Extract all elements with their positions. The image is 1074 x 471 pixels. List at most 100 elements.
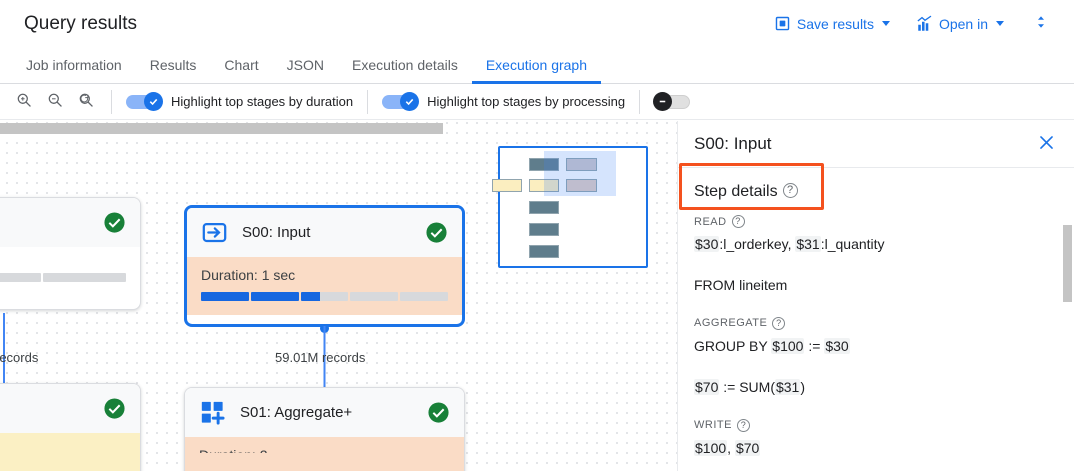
tab-execution-details[interactable]: Execution details: [351, 57, 458, 73]
section-label-read: READ ?: [694, 215, 1058, 228]
status-success-icon: [427, 401, 450, 424]
graph-node-s00-input[interactable]: S00: Input Duration: 1 sec: [184, 205, 465, 327]
save-results-button[interactable]: Save results: [768, 9, 896, 38]
token: ): [800, 378, 806, 395]
section-label-text: READ: [694, 215, 727, 228]
section-label-text: AGGREGATE: [694, 317, 768, 330]
toggle-knob: [400, 92, 420, 111]
progress-segment: [0, 273, 41, 282]
section-line: $30:l_orderkey, $31:l_quantity: [694, 235, 1058, 254]
progress-bar: [0, 273, 126, 282]
minimap-node: [529, 245, 559, 258]
token: $70: [694, 378, 720, 395]
node-title: S00: Input: [242, 224, 311, 241]
chevron-down-icon: [881, 21, 890, 26]
aggregate-icon: [199, 399, 226, 426]
tab-job-information[interactable]: Job information: [26, 57, 122, 73]
node-body: [0, 247, 140, 296]
graph-horizontal-scrollbar[interactable]: [0, 123, 443, 134]
progress-segment: [250, 292, 299, 301]
highlight-duration-label: Highlight top stages by duration: [171, 94, 354, 109]
graph-node-partial-lower-left[interactable]: [0, 383, 141, 471]
node-header: S00: Input: [187, 208, 462, 257]
node-duration: Duration: 1 sec: [201, 267, 296, 283]
zoom-reset-button[interactable]: [76, 90, 97, 114]
minimap-node: [529, 158, 559, 171]
panel-title: S00: Input: [694, 134, 772, 153]
help-icon[interactable]: ?: [772, 316, 786, 330]
zoom-out-icon: [47, 92, 64, 112]
highlight-processing-label: Highlight top stages by processing: [427, 94, 626, 109]
step-details-heading: Step details ?: [694, 183, 1058, 201]
status-success-icon: [103, 397, 126, 420]
edge-label-records-partial: records: [0, 350, 39, 365]
highlight-duration-toggle-group: Highlight top stages by duration: [126, 92, 354, 111]
zoom-reset-icon: [78, 92, 95, 112]
zoom-in-button[interactable]: [14, 90, 35, 114]
graph-node-partial-upper-left[interactable]: [0, 197, 141, 310]
node-duration: Duration: 2: [199, 447, 450, 453]
highlight-duration-toggle[interactable]: [126, 92, 163, 111]
token: $100: [694, 439, 728, 456]
open-in-label: Open in: [938, 15, 988, 32]
help-icon[interactable]: ?: [731, 215, 745, 228]
node-header: [0, 198, 140, 247]
close-panel-button[interactable]: [1032, 130, 1060, 158]
save-icon: [774, 15, 791, 32]
progress-bar: [201, 292, 448, 301]
step-details-label: Step details: [694, 183, 778, 200]
node-header: [0, 384, 140, 433]
toolbar-divider: [111, 89, 112, 114]
graph-toolbar: Highlight top stages by duration Highlig…: [0, 84, 1074, 120]
progress-segment: [350, 292, 399, 301]
close-icon: [1037, 133, 1056, 155]
toggle-knob: [144, 92, 163, 111]
graph-minimap[interactable]: [492, 146, 648, 268]
minimap-node: [566, 158, 597, 171]
progress-segment: [400, 292, 448, 301]
toolbar-divider: [367, 89, 369, 114]
panel-vertical-scrollbar[interactable]: [1063, 225, 1072, 302]
help-icon[interactable]: ?: [782, 183, 798, 198]
section-label-write: WRITE ?: [694, 418, 1058, 432]
node-header: S01: Aggregate+: [185, 388, 464, 437]
edge-label-records: 59.01M records: [275, 350, 366, 365]
save-results-label: Save results: [796, 15, 874, 32]
section-line: FROM lineitem: [694, 276, 788, 293]
third-toggle[interactable]: [653, 92, 691, 111]
tab-results[interactable]: Results: [149, 57, 197, 73]
tab-execution-graph[interactable]: Execution graph: [471, 47, 602, 84]
panel-header: S00: Input: [678, 121, 1074, 168]
minimap-node: [492, 179, 522, 192]
panel-body[interactable]: Step details ? READ ? $30:l_orderkey, $3…: [678, 169, 1074, 471]
token: ,: [727, 439, 735, 456]
section-label-text: WRITE: [694, 419, 732, 432]
node-body: Duration: 2: [185, 437, 464, 471]
zoom-in-icon: [16, 92, 33, 112]
expand-collapse-button[interactable]: [1024, 9, 1058, 38]
token: $100: [771, 337, 805, 354]
zoom-controls: [14, 90, 97, 114]
progress-segment: [300, 292, 349, 301]
open-in-button[interactable]: Open in: [910, 9, 1010, 38]
header-actions: Save results Open in: [768, 9, 1058, 38]
node-body: [0, 433, 140, 471]
status-success-icon: [425, 221, 448, 244]
execution-graph-canvas[interactable]: S00: Input Duration: 1 sec: [0, 121, 677, 471]
page-title: Query results: [24, 12, 137, 34]
help-icon[interactable]: ?: [736, 418, 750, 432]
tab-json[interactable]: JSON: [286, 57, 324, 73]
tab-bar: Job information Results Chart JSON Execu…: [0, 47, 1074, 84]
zoom-out-button[interactable]: [45, 90, 66, 114]
chevron-down-icon: [996, 21, 1004, 26]
minimap-node: [566, 179, 597, 192]
graph-node-s01-aggregate[interactable]: S01: Aggregate+ Duration: 2: [184, 387, 465, 471]
highlight-processing-toggle[interactable]: [382, 92, 420, 111]
chart-icon: [916, 15, 933, 32]
node-body: Duration: 1 sec: [187, 257, 462, 315]
token: $31: [774, 378, 801, 395]
token: $70: [734, 439, 761, 456]
section-line: $70 := SUM($31): [694, 378, 1058, 397]
status-success-icon: [103, 211, 126, 234]
tab-chart[interactable]: Chart: [224, 57, 259, 73]
